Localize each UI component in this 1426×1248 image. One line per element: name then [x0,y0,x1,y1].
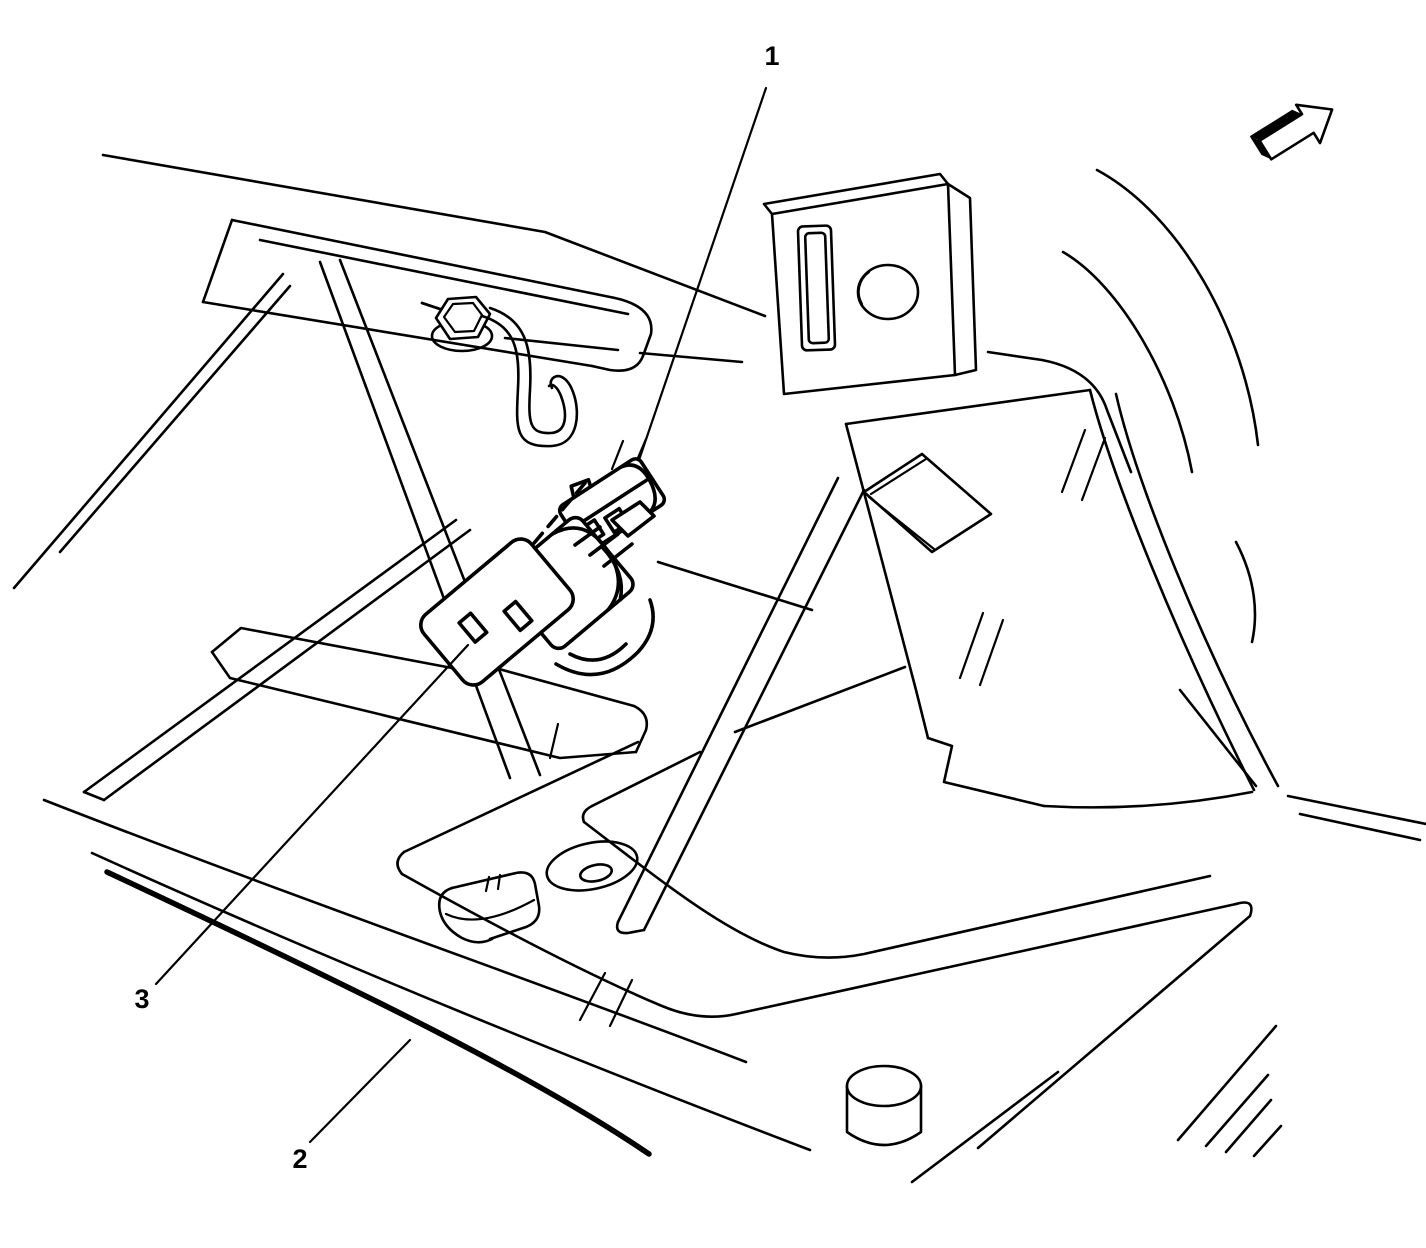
shelf-flap [210,626,649,760]
panel-support-struts [12,258,814,802]
grommet [545,840,639,892]
glovebox-opening-frame [201,218,653,372]
tray-cutout [437,871,541,944]
cowl-side-curves [1061,168,1260,644]
callout-1-leader [637,86,768,462]
tray-break-marks [578,971,634,1028]
callout-3-leader [154,643,470,986]
glovebox-lamp-switch [419,500,656,687]
bolt-and-retainer [420,295,579,448]
instrument-panel-upper-edge [101,153,1133,474]
callout-3-label: 3 [134,984,149,1014]
callout-1-label: 1 [764,41,779,71]
hatch-marks [1176,1024,1283,1158]
mating-dashed-line [527,481,587,551]
compartment-panel [844,388,1280,809]
switch-terminals [573,500,656,568]
callout-2-leader [308,1038,412,1144]
cylinder-stud [845,1064,923,1147]
center-support-strut [615,476,866,935]
panel-cutout [862,452,993,554]
retainer-hook [480,314,579,448]
compartment-lower-panel-edge [104,869,652,1157]
callout-leaders [154,86,768,1144]
bracket-slot [796,224,837,352]
break-marks [958,428,1107,687]
front-direction-arrow-icon [1249,103,1334,161]
storage-tray [396,665,1253,1150]
mounting-bracket-block [762,172,978,396]
callout-2-label: 2 [292,1144,307,1174]
lower-panel-edges [42,794,1426,1184]
